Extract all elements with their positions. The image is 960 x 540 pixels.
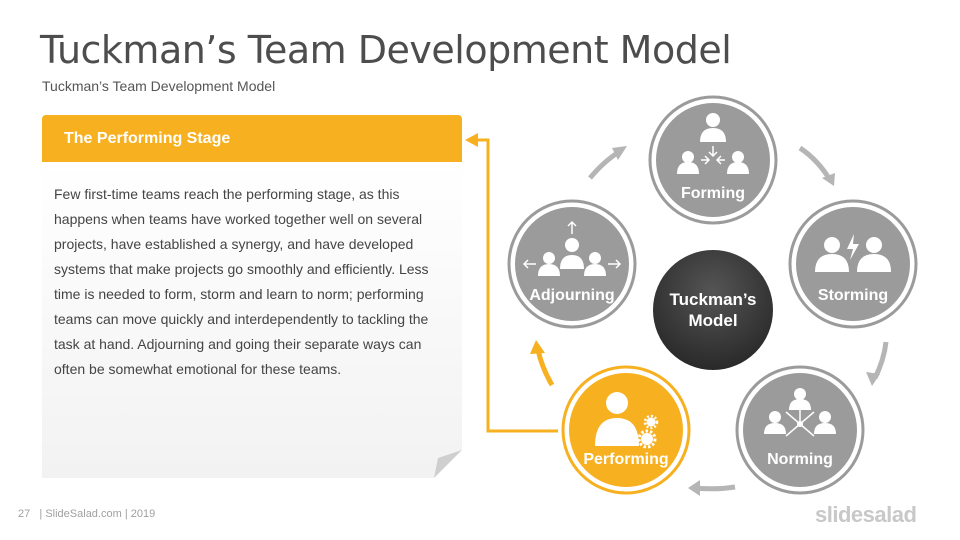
arrowhead-2-icon (822, 173, 835, 186)
arrow-storming-norming (872, 341, 889, 380)
storming-icon (815, 234, 891, 272)
arrowhead-3-icon (866, 372, 880, 386)
footer: 27 | SlideSalad.com | 2019 (18, 508, 155, 520)
panel-body: Few first-time teams reach the performin… (42, 162, 462, 478)
brand-logo: slidesalad (815, 502, 917, 527)
stage-performing: Performing (558, 362, 694, 498)
arrowhead-5-icon (530, 340, 545, 354)
panel-header-label: The Performing Stage (64, 130, 231, 147)
stage-label-forming: Forming (681, 185, 745, 202)
connector-line (476, 138, 560, 433)
connector-arrowhead-icon (465, 133, 478, 147)
page-number: 27 (18, 508, 31, 520)
arrow-norming-performing (694, 484, 736, 492)
performing-icon (595, 392, 659, 449)
arrow-performing-adjourning (535, 349, 555, 387)
stage-label-adjourning: Adjourning (529, 287, 614, 304)
stage-label-storming: Storming (818, 287, 888, 304)
panel-text: Few first-time teams reach the performin… (54, 186, 429, 377)
arrowhead-1-icon (612, 146, 627, 160)
stage-label-norming: Norming (767, 451, 833, 468)
arrowhead-4-icon (688, 480, 700, 496)
center-label-line2: Model (688, 311, 737, 330)
slide-title: Tuckman’s Team Development Model (40, 28, 732, 72)
slide-subtitle: Tuckman’s Team Development Model (42, 78, 276, 94)
stage-storming: Storming (785, 196, 921, 332)
center-label-line1: Tuckman’s (670, 290, 757, 309)
stage-forming: Forming (645, 92, 781, 228)
stage-label-performing: Performing (583, 451, 668, 468)
stage-adjourning: Adjourning (504, 196, 640, 332)
center-node (653, 250, 773, 370)
stage-norming: Norming (732, 362, 868, 498)
forming-icon (677, 113, 749, 174)
page-curl-icon (434, 450, 462, 478)
panel-header: The Performing Stage (42, 115, 462, 162)
arrow-forming-storming (798, 145, 833, 182)
footer-text: | SlideSalad.com | 2019 (39, 508, 156, 520)
adjourning-icon (538, 238, 606, 276)
norming-icon (764, 388, 836, 434)
